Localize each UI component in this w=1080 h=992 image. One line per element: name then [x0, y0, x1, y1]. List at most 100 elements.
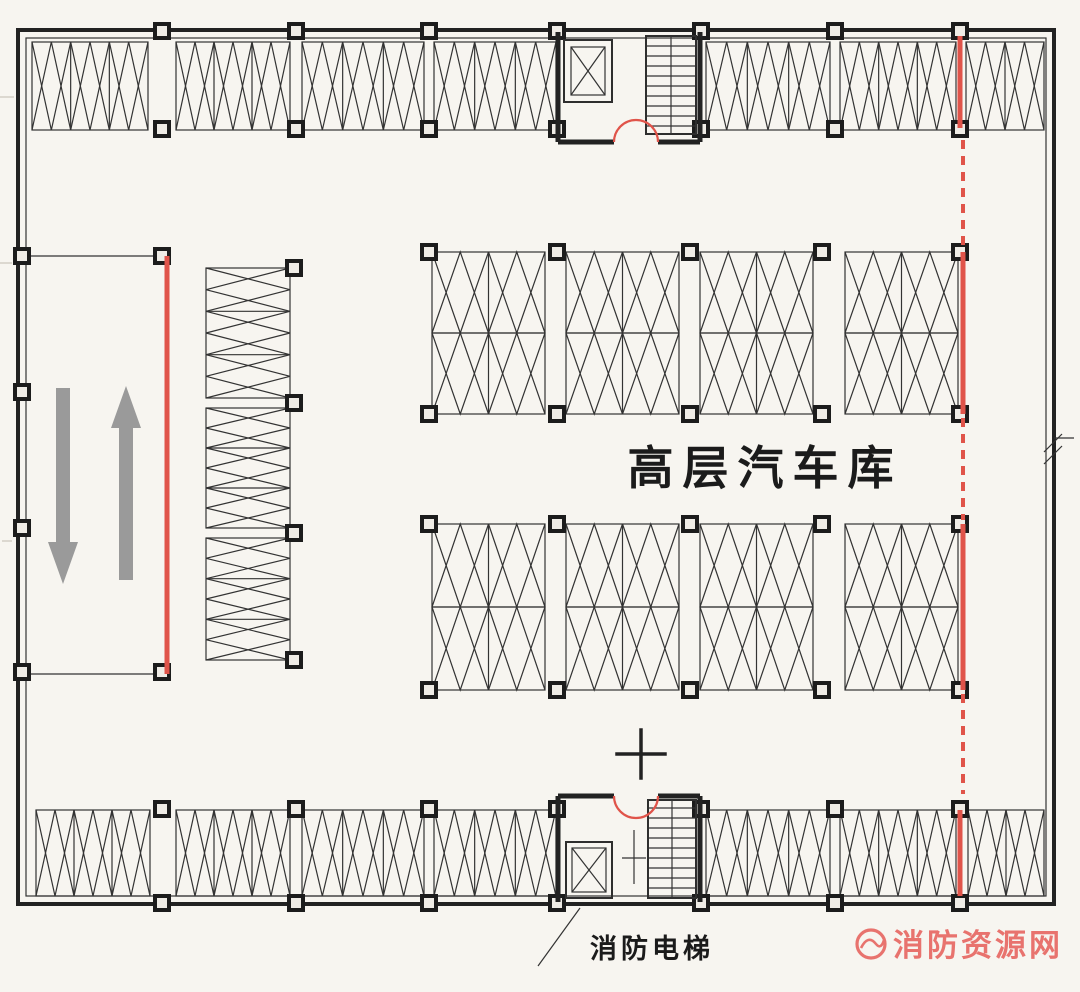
stall-mark — [205, 310, 291, 356]
stall-mark — [382, 809, 425, 897]
column-marker — [681, 243, 699, 261]
stall-mark — [487, 251, 546, 335]
stall-mark — [699, 522, 758, 608]
stall-mark — [621, 523, 680, 609]
stall-mark — [301, 809, 344, 897]
stall-mark — [487, 332, 546, 416]
stall-mark — [175, 809, 215, 897]
column-marker — [813, 515, 831, 533]
stall-mark — [755, 522, 814, 608]
stall-mark — [839, 41, 880, 131]
column-marker — [153, 894, 171, 912]
stall-mark — [301, 41, 344, 131]
column-marker — [951, 894, 969, 912]
stall-mark — [342, 41, 384, 131]
column-marker — [826, 894, 844, 912]
column-marker — [285, 394, 303, 412]
fire-door-swing — [635, 118, 660, 143]
stall-mark — [433, 41, 476, 131]
parking-bay-outline — [433, 809, 557, 897]
stall-mark — [35, 809, 75, 897]
column-marker — [813, 243, 831, 261]
stall-mark — [205, 267, 291, 312]
stall-mark — [967, 809, 1007, 897]
wall-break-mark — [1043, 433, 1063, 453]
parking-bay-outline — [205, 537, 291, 661]
parking-bay-outline — [205, 407, 291, 529]
stall-mark — [705, 809, 748, 897]
elevator-shaft — [563, 39, 613, 103]
watermark-logo-icon — [855, 928, 887, 960]
column-marker — [548, 515, 566, 533]
stall-mark — [205, 310, 291, 356]
stall-mark — [900, 606, 959, 692]
stall-mark — [205, 487, 291, 529]
stall-mark — [474, 41, 516, 131]
column-marker — [826, 120, 844, 138]
stall-mark — [342, 809, 384, 897]
stall-mark — [514, 809, 557, 897]
column-marker — [681, 515, 699, 533]
stall-mark — [699, 605, 758, 691]
column-marker — [420, 894, 438, 912]
stall-mark — [431, 250, 490, 334]
stall-mark — [621, 605, 680, 691]
stall-mark — [1005, 809, 1045, 897]
stall-mark — [746, 41, 790, 131]
stall-mark — [205, 537, 291, 580]
stall-mark — [965, 41, 1006, 131]
stall-mark — [916, 41, 957, 131]
parking-bay-outline — [205, 267, 291, 399]
stall-mark — [916, 809, 957, 897]
stall-mark — [565, 251, 624, 335]
stall-mark — [900, 522, 959, 608]
stall-mark — [205, 407, 291, 449]
fire-door-swing — [612, 795, 637, 820]
stall-mark — [565, 332, 624, 416]
watermark: 消防资源网 — [855, 928, 1060, 964]
stall-mark — [844, 331, 903, 415]
stall-mark — [746, 809, 790, 897]
stall-mark — [474, 41, 516, 131]
parking-bay-outline — [433, 41, 557, 131]
stall-mark — [175, 41, 215, 131]
scan-artifact — [0, 262, 12, 264]
stall-mark — [1004, 41, 1045, 131]
column-marker — [548, 243, 566, 261]
stall-mark — [565, 522, 624, 608]
stall-mark — [213, 809, 253, 897]
stall-mark — [565, 523, 624, 609]
column-marker — [420, 405, 438, 423]
stall-mark — [900, 605, 959, 691]
stall-mark — [213, 41, 253, 131]
stall-mark — [900, 250, 959, 334]
stall-mark — [621, 331, 680, 415]
wall-break-mark — [1043, 445, 1063, 465]
stall-mark — [514, 41, 557, 131]
stall-mark — [73, 809, 113, 897]
stall-mark — [916, 809, 957, 897]
column-marker — [420, 800, 438, 818]
parking-bay-outline — [175, 809, 291, 897]
fire-elevator-leader-line — [537, 907, 581, 967]
stall-mark — [788, 809, 831, 897]
column-marker — [548, 405, 566, 423]
column-marker — [285, 524, 303, 542]
fire-door-swing — [635, 795, 660, 820]
stall-mark — [844, 332, 903, 416]
stall-mark — [251, 41, 291, 131]
stall-mark — [621, 522, 680, 608]
scan-artifact — [2, 540, 12, 542]
stall-mark — [755, 605, 814, 691]
stall-mark — [967, 809, 1007, 897]
stall-mark — [621, 332, 680, 416]
stall-mark — [746, 809, 790, 897]
stall-mark — [705, 809, 748, 897]
parking-bay-outline — [839, 809, 957, 897]
stall-mark — [175, 809, 215, 897]
stall-mark — [431, 251, 490, 335]
stall-mark — [621, 250, 680, 334]
stall-mark — [839, 41, 880, 131]
stall-mark — [111, 809, 151, 897]
